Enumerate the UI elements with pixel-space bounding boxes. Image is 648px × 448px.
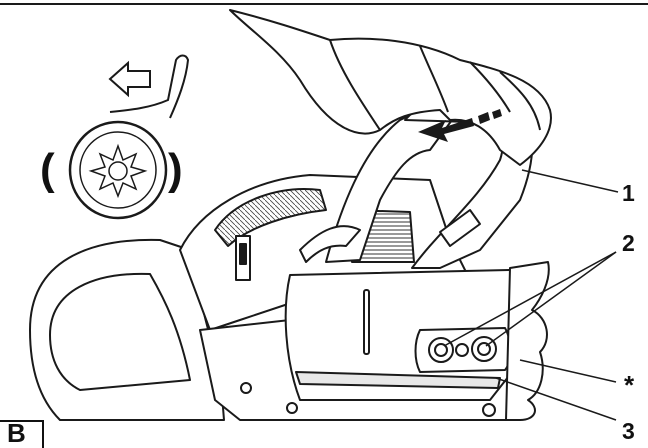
- sprocket-inset: [68, 54, 190, 220]
- callout-3: 3: [622, 418, 635, 444]
- panel-label: B: [7, 418, 26, 448]
- inset-bracket-right: ): [168, 145, 183, 194]
- saw-body: [29, 88, 550, 421]
- top-rule: [0, 3, 648, 5]
- callout-lines: [443, 169, 619, 421]
- callout-star: *: [624, 370, 635, 400]
- callout-2: 2: [622, 230, 635, 256]
- chain-brake-arrow-icon: [418, 109, 502, 142]
- panel-label-box: [0, 420, 44, 448]
- sprocket-icon: [68, 120, 168, 220]
- gloved-hand: [229, 9, 552, 166]
- callout-1: 1: [622, 180, 635, 206]
- inset-bracket-left: (: [40, 145, 55, 194]
- direction-arrow-icon: [108, 60, 151, 98]
